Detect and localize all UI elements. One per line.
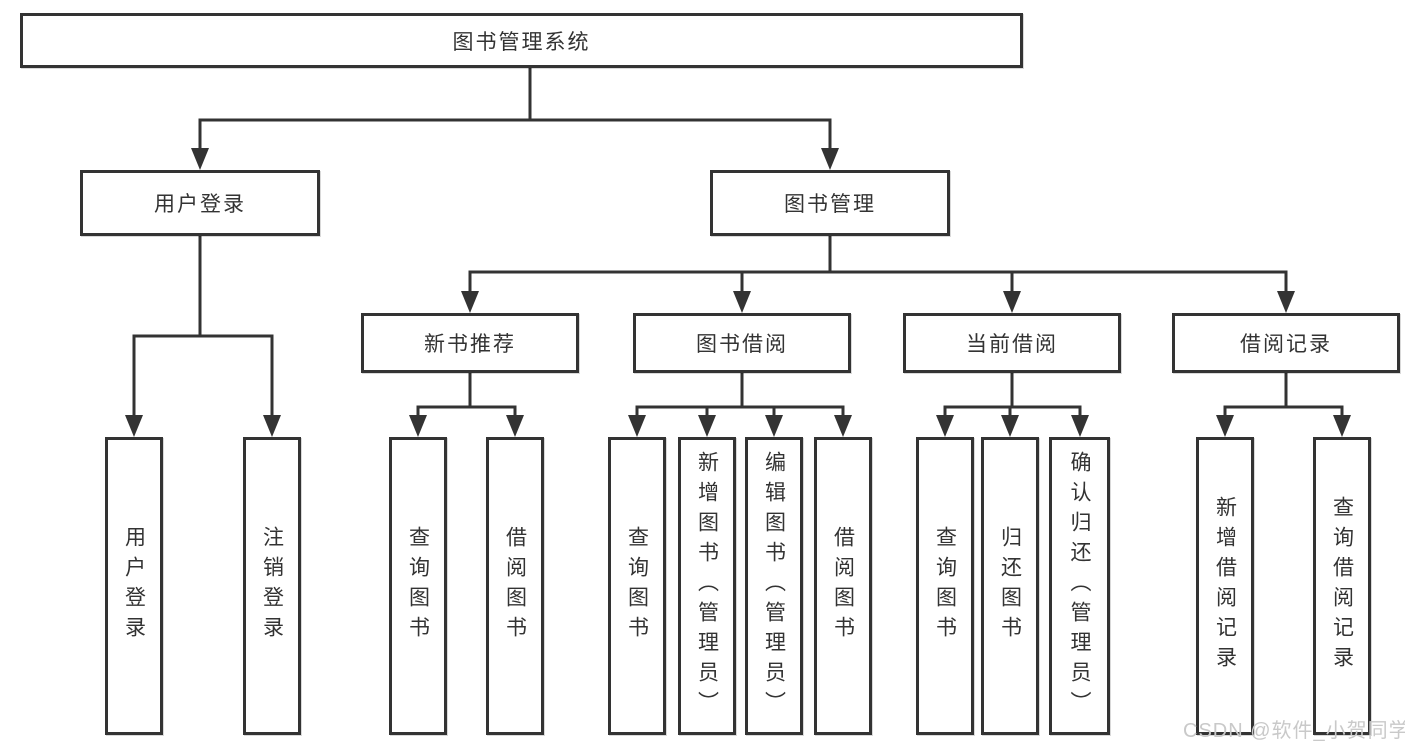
leaf-borrow-query-books: 查询图书 (608, 437, 666, 735)
node-book-management: 图书管理 (710, 170, 950, 236)
leaf-borrow-borrow-books: 借阅图书 (814, 437, 872, 735)
arrowheads (125, 148, 1351, 437)
node-current-borrow: 当前借阅 (903, 313, 1121, 373)
leaf-recommend-query-books: 查询图书 (389, 437, 447, 735)
leaf-logout: 注销登录 (243, 437, 301, 735)
leaf-current-return-books: 归还图书 (981, 437, 1039, 735)
leaf-user-login: 用户登录 (105, 437, 163, 735)
node-book-borrow: 图书借阅 (633, 313, 851, 373)
leaf-records-query-record: 查询借阅记录 (1313, 437, 1371, 735)
leaf-current-confirm-return-admin: 确认归还（管理员） (1049, 437, 1110, 735)
leaf-recommend-borrow-books: 借阅图书 (486, 437, 544, 735)
leaf-borrow-add-books-admin: 新增图书（管理员） (678, 437, 736, 735)
leaf-current-query-books: 查询图书 (916, 437, 974, 735)
node-borrow-records: 借阅记录 (1172, 313, 1400, 373)
node-user-login: 用户登录 (80, 170, 320, 236)
node-new-book-recommend: 新书推荐 (361, 313, 579, 373)
leaf-borrow-edit-books-admin: 编辑图书（管理员） (745, 437, 803, 735)
leaf-records-add-record: 新增借阅记录 (1196, 437, 1254, 735)
node-root-system: 图书管理系统 (20, 13, 1023, 68)
csdn-watermark: CSDN @软件_小贺同学 (1183, 720, 1405, 742)
